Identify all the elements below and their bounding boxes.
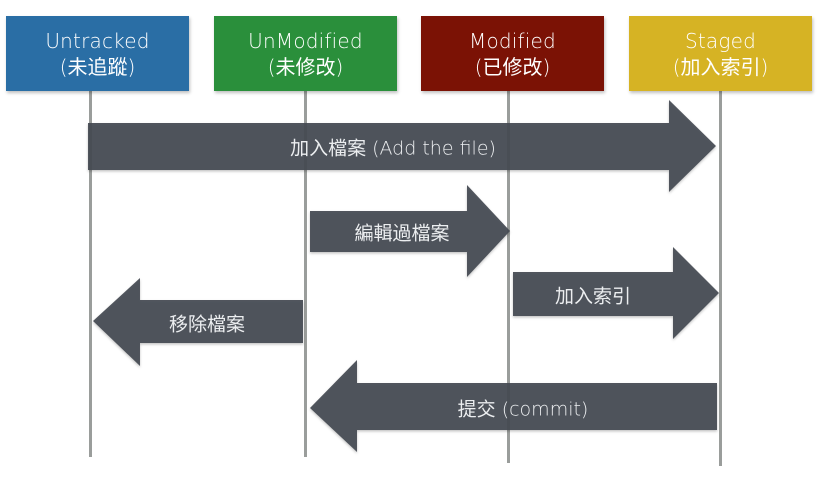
lifeline-staged	[719, 91, 722, 466]
arrow-remove-file	[93, 278, 303, 366]
state-subtitle: (未修改)	[267, 54, 344, 79]
state-subtitle: (已修改)	[474, 54, 551, 79]
lifeline-untracked	[89, 91, 92, 457]
transition-label-edit-file: 編輯過檔案	[354, 222, 450, 245]
transition-label-add-file: 加入檔案 (Add the file)	[290, 137, 496, 160]
state-name: Untracked	[45, 28, 150, 53]
transition-label-stage: 加入索引	[554, 285, 632, 308]
lifeline-unmodified	[304, 91, 307, 457]
state-staged: Staged (加入索引)	[629, 16, 812, 91]
state-subtitle: (未追蹤)	[59, 54, 136, 79]
state-subtitle: (加入索引)	[672, 54, 769, 79]
arrow-edit-file	[310, 185, 510, 277]
state-name: UnModified	[248, 28, 363, 53]
state-unmodified: UnModified (未修改)	[214, 16, 397, 91]
state-name: Modified	[469, 28, 556, 53]
arrow-stage	[513, 247, 719, 339]
state-untracked: Untracked (未追蹤)	[6, 16, 189, 91]
transition-label-commit: 提交 (commit)	[457, 398, 589, 421]
state-modified: Modified (已修改)	[421, 16, 604, 91]
transition-label-remove-file: 移除檔案	[168, 313, 246, 336]
arrow-commit	[310, 360, 717, 452]
lifeline-modified	[507, 91, 510, 463]
state-name: Staged	[685, 28, 756, 53]
arrow-add-file	[88, 100, 716, 192]
